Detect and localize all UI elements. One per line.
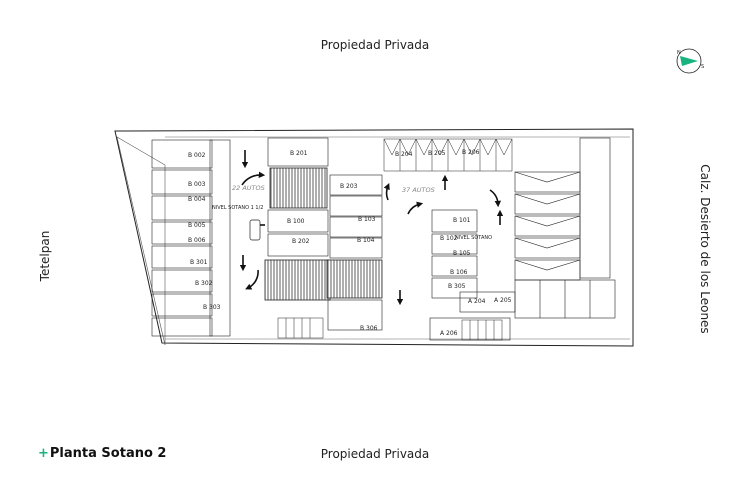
stall-label: B 201 (290, 150, 308, 157)
level-note-right: NIVEL SOTANO (455, 235, 492, 241)
stall-label: B 103 (358, 216, 376, 223)
stall-label: B 002 (188, 152, 206, 159)
stall-label: B 101 (453, 217, 471, 224)
stall-block-center-right (429, 209, 516, 341)
stall-label: B 301 (190, 259, 208, 266)
plus-icon: + (38, 446, 49, 461)
label-bottom-property: Propiedad Privada (320, 447, 430, 461)
ramp-upper (269, 167, 328, 209)
stall-label: B 104 (357, 237, 375, 244)
stall-label: A 205 (494, 297, 512, 304)
stall-label: B 306 (360, 325, 378, 332)
stall-label: B 100 (287, 218, 305, 225)
stall-label: B 006 (188, 237, 206, 244)
label-top-property: Propiedad Privada (320, 38, 430, 52)
plan-title-text: Planta Sotano 2 (49, 446, 167, 461)
stall-label: B 202 (292, 238, 310, 245)
ramp-lower (264, 259, 331, 301)
compass-icon: N S (676, 48, 704, 74)
capacity-note-left: 22 AUTOS (232, 184, 265, 192)
stall-label: B 102 (440, 235, 458, 242)
stall-label: B 206 (462, 149, 480, 156)
compass-south-label: S (701, 64, 704, 70)
stall-label: B 302 (195, 280, 213, 287)
stall-label: B 204 (395, 151, 413, 158)
stall-label: B 205 (428, 150, 446, 157)
stall-row-top (383, 138, 513, 172)
ramp-lower-right (326, 259, 383, 299)
stall-label: A 206 (440, 330, 458, 337)
stairs (277, 317, 503, 341)
plan-title: +Planta Sotano 2 (38, 446, 166, 461)
stall-label: A 204 (468, 298, 486, 305)
capacity-note-right: 37 AUTOS (402, 186, 435, 194)
stall-label: B 106 (450, 269, 468, 276)
stall-label: B 003 (188, 181, 206, 188)
stall-column-left (151, 139, 231, 337)
stall-label: B 303 (203, 304, 221, 311)
traffic-arrows (239, 150, 504, 306)
stall-label: B 105 (453, 250, 471, 257)
level-note-left: NIVEL SOTANO 1 1/2 (212, 205, 263, 211)
car-icon (249, 219, 261, 241)
stall-label: B 305 (448, 283, 466, 290)
stall-label: B 203 (340, 183, 358, 190)
compass-north-label: N (677, 50, 681, 56)
stall-label: B 004 (188, 196, 206, 203)
stall-block-center (267, 137, 383, 331)
stall-label: B 005 (188, 222, 206, 229)
